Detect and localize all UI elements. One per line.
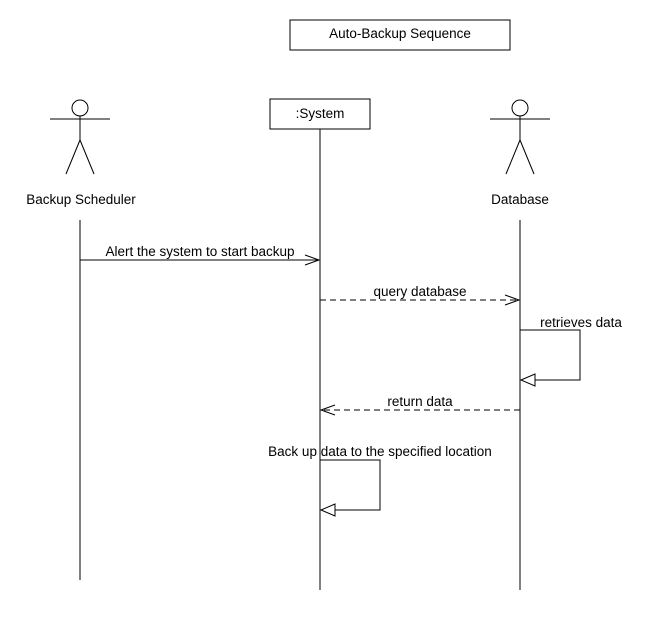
participant-label: :System bbox=[296, 106, 345, 121]
participant-database: Database bbox=[490, 99, 550, 590]
participant-label: Database bbox=[491, 192, 549, 207]
message-label: return data bbox=[387, 394, 453, 409]
message-label: retrieves data bbox=[540, 315, 622, 330]
message-backup: Back up data to the specified location bbox=[268, 444, 492, 517]
participant-system: :System bbox=[269, 98, 371, 590]
title-frame bbox=[289, 19, 511, 51]
participant-backup-scheduler: Backup Scheduler bbox=[26, 99, 136, 580]
title-text: Auto-Backup Sequence bbox=[329, 26, 471, 41]
open-arrowhead-icon bbox=[319, 404, 336, 416]
message-return: return data bbox=[319, 394, 520, 416]
actor-figure-icon bbox=[490, 99, 550, 175]
message-query: query database bbox=[320, 284, 521, 306]
open-arrowhead-icon bbox=[504, 294, 521, 306]
message-label: query database bbox=[373, 284, 466, 299]
hollow-arrowhead-icon bbox=[519, 373, 536, 387]
message-label: Back up data to the specified location bbox=[268, 444, 492, 459]
message-retrieves: retrieves data bbox=[519, 315, 622, 387]
participant-label: Backup Scheduler bbox=[26, 192, 136, 207]
message-alert: Alert the system to start backup bbox=[80, 244, 321, 266]
message-label: Alert the system to start backup bbox=[105, 244, 294, 259]
open-arrowhead-icon bbox=[304, 254, 321, 266]
participant-box bbox=[269, 98, 371, 130]
self-message-line bbox=[320, 459, 381, 511]
self-message-line bbox=[520, 329, 581, 381]
hollow-arrowhead-icon bbox=[319, 503, 336, 517]
actor-figure-icon bbox=[50, 99, 110, 175]
diagram-title: Auto-Backup Sequence bbox=[289, 19, 511, 51]
